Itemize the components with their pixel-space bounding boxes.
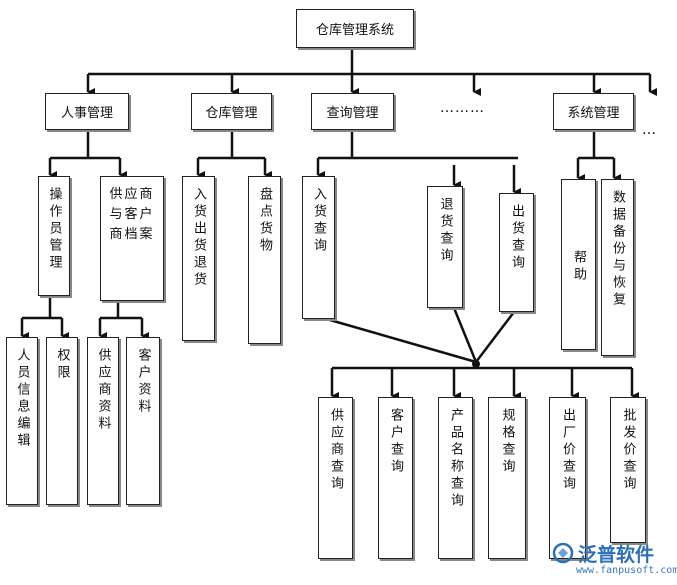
converge-out — [475, 311, 515, 363]
out-query-label: 出货查询 — [509, 204, 524, 272]
node-personnel: 人事管理 — [45, 93, 129, 130]
system-label: 系统管理 — [567, 106, 620, 121]
node-operator: 操作员管理 — [38, 176, 70, 296]
query-label: 查询管理 — [326, 106, 379, 121]
node-wholesale-price-query: 批发价查询 — [610, 397, 646, 543]
product-name-query-label: 产品名称查询 — [448, 408, 463, 510]
supplier-query-label: 供应商查询 — [328, 408, 343, 493]
personnel-label: 人事管理 — [60, 106, 113, 121]
node-out-query: 出货查询 — [499, 193, 534, 312]
customer-query-label: 客户查询 — [388, 408, 403, 476]
node-customer-query: 客户查询 — [378, 397, 413, 559]
logo-name: 泛普软件 — [578, 544, 655, 566]
node-in-query: 入货查询 — [302, 176, 335, 319]
inventory-label: 盘点货物 — [257, 187, 272, 255]
node-warehouse: 仓库管理 — [191, 93, 272, 130]
node-help: 帮助 — [561, 179, 596, 350]
node-spec-query: 规格查询 — [488, 397, 526, 559]
ellipsis-right: … — [642, 122, 657, 138]
personnel-info-label: 人员信息编辑 — [14, 348, 30, 450]
node-supplier-query: 供应商查询 — [318, 397, 353, 559]
spec-query-label: 规格查询 — [499, 408, 515, 476]
in-out-return-label: 入货出货退货 — [191, 187, 206, 289]
root-label: 仓库管理系统 — [315, 23, 394, 38]
wholesale-price-query-label: 批发价查询 — [620, 408, 636, 493]
backup-label: 数据备份与恢复 — [610, 190, 625, 309]
node-personnel-info: 人员信息编辑 — [6, 337, 38, 505]
node-permission: 权限 — [46, 337, 78, 505]
node-root: 仓库管理系统 — [296, 9, 414, 48]
node-supplier-data: 供应商资料 — [87, 337, 119, 505]
node-query: 查询管理 — [311, 93, 394, 130]
watermark-logo: 泛普软件 www.fanpusoft.com — [552, 540, 677, 585]
return-query-label: 退货查询 — [437, 197, 453, 265]
permission-label: 权限 — [54, 348, 70, 382]
node-supplier-customer: 供应商与客户商档案 — [100, 176, 164, 301]
convergence-node — [472, 360, 480, 368]
node-product-name-query: 产品名称查询 — [438, 397, 473, 559]
warehouse-label: 仓库管理 — [205, 106, 258, 121]
node-system: 系统管理 — [553, 93, 634, 130]
operator-label: 操作员管理 — [46, 187, 62, 272]
help-label: 帮助 — [571, 250, 586, 284]
converge-return — [452, 307, 478, 363]
node-return-query: 退货查询 — [427, 186, 463, 308]
customer-data-label: 客户资料 — [135, 348, 151, 416]
ellipsis-middle: ……… — [440, 100, 485, 116]
supplier-data-label: 供应商资料 — [95, 348, 111, 433]
node-customer-data: 客户资料 — [126, 337, 160, 505]
logo-url: www.fanpusoft.com — [576, 565, 677, 576]
supplier-customer-label: 供应商与客户商档案 — [109, 187, 155, 242]
converge-in — [329, 318, 477, 364]
factory-price-query-label: 出厂价查询 — [560, 408, 575, 493]
node-backup: 数据备份与恢复 — [601, 179, 634, 356]
logo-mark-icon — [552, 542, 574, 564]
node-in-out-return: 入货出货退货 — [182, 176, 215, 341]
node-inventory: 盘点货物 — [248, 176, 281, 344]
node-factory-price-query: 出厂价查询 — [549, 397, 586, 559]
in-query-label: 入货查询 — [311, 187, 326, 255]
